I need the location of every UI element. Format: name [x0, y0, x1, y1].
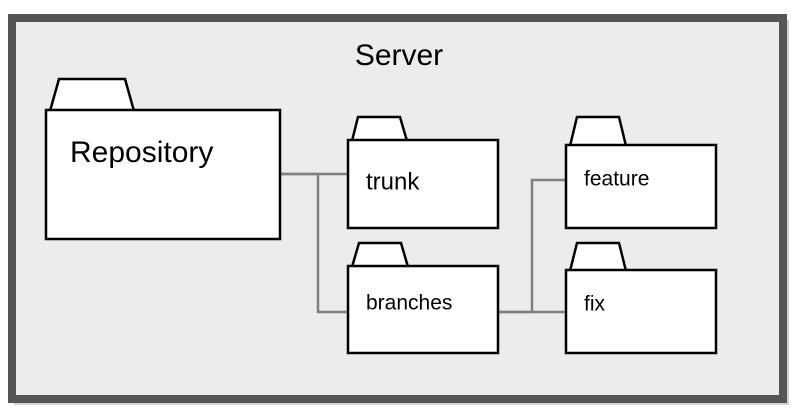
folder-trunk[interactable]: trunk [346, 115, 500, 230]
folder-label-repository: Repository [70, 136, 213, 169]
folder-body-trunk [346, 138, 500, 230]
folder-label-fix: fix [584, 293, 606, 316]
folder-body-repository [44, 108, 282, 241]
folder-body-fix [564, 268, 718, 355]
connector-layer [280, 172, 566, 314]
folder-tab-fix [568, 241, 628, 273]
folder-label-feature: feature [584, 168, 649, 191]
folder-tab-trunk [350, 115, 409, 143]
folder-repository[interactable]: Repository [44, 77, 282, 241]
folder-branches[interactable]: branches [346, 241, 500, 355]
folder-body-branches [346, 264, 500, 355]
connector-branches-to-feature [498, 178, 566, 314]
folder-tab-feature [568, 115, 628, 148]
folder-feature[interactable]: feature [564, 115, 718, 230]
folder-tab-branches [350, 241, 410, 269]
connector-repository-to-branches [280, 172, 348, 314]
folder-fix[interactable]: fix [564, 241, 718, 355]
container-title: Server [355, 39, 443, 72]
folder-label-trunk: trunk [366, 168, 420, 195]
folder-label-branches: branches [366, 292, 452, 315]
folder-body-feature [564, 143, 718, 230]
folder-tab-repository [48, 77, 136, 113]
